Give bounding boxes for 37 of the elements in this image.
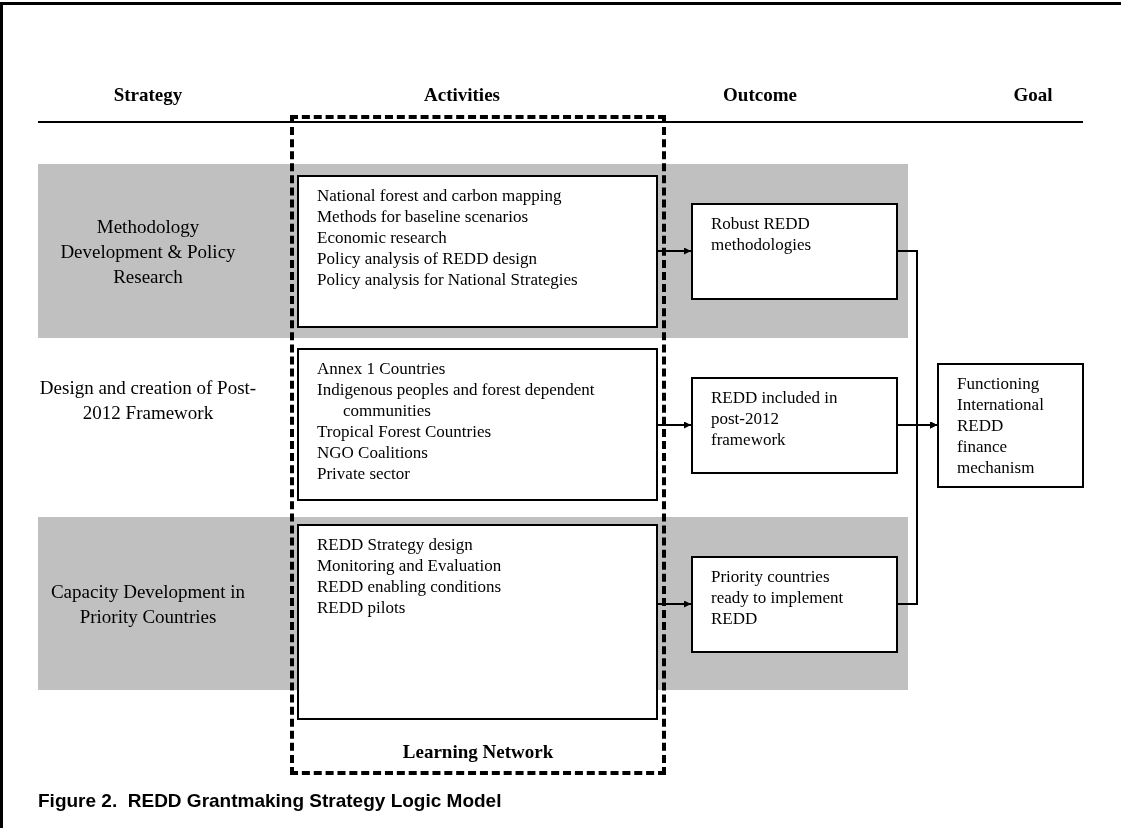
activity-item: Indigenous peoples and forest dependent communities [317,379,596,421]
activity-item: Economic research [317,227,448,248]
group-title: Learning Network [402,741,554,763]
activity-item: Private sector [317,463,411,484]
goal-text: Functioning International REDD finance mechanism [957,373,1042,478]
activity-box [297,175,658,328]
arrow [657,247,692,255]
outcome-text: Priority countries ready to implement REDD [711,566,845,629]
outcome-box [691,203,898,300]
outcome-text: REDD included in post-2012 framework [711,387,839,450]
activity-item: REDD Strategy design [317,534,474,555]
outcome-box [691,556,898,653]
activity-box [297,348,658,501]
activity-item: Tropical Forest Countries [317,421,493,442]
activity-item: REDD enabling conditions [317,576,503,597]
column-header: Strategy [112,83,184,107]
strategy-text: Methodology Development & Policy Research [59,214,237,289]
activity-item: National forest and carbon mapping [317,185,563,206]
activity-item: Policy analysis of REDD design [317,248,539,269]
activity-item: Annex 1 Countries [317,358,447,379]
activity-item: Methods for baseline scenarios [317,206,530,227]
goal-box [937,363,1084,488]
strategy-text: Capacity Development in Priority Countries [49,579,247,629]
activity-item: NGO Coalitions [317,442,429,463]
activity-item: REDD pilots [317,597,407,618]
strategy-text: Design and creation of Post-2012 Framework [38,376,258,425]
arrow [657,600,692,608]
arrow [897,421,938,605]
activity-item: Monitoring and Evaluation [317,555,503,576]
figure-caption: Figure 2. REDD Grantmaking Strategy Logic Model [38,790,502,812]
column-header: Outcome [722,83,798,107]
outcome-text: Robust REDD methodologies [711,213,813,255]
outcome-box [691,377,898,474]
activity-item: Policy analysis for National Strategies [317,269,579,290]
column-header: Activities [423,83,501,107]
column-header: Goal [1012,83,1054,107]
arrow [657,421,692,429]
